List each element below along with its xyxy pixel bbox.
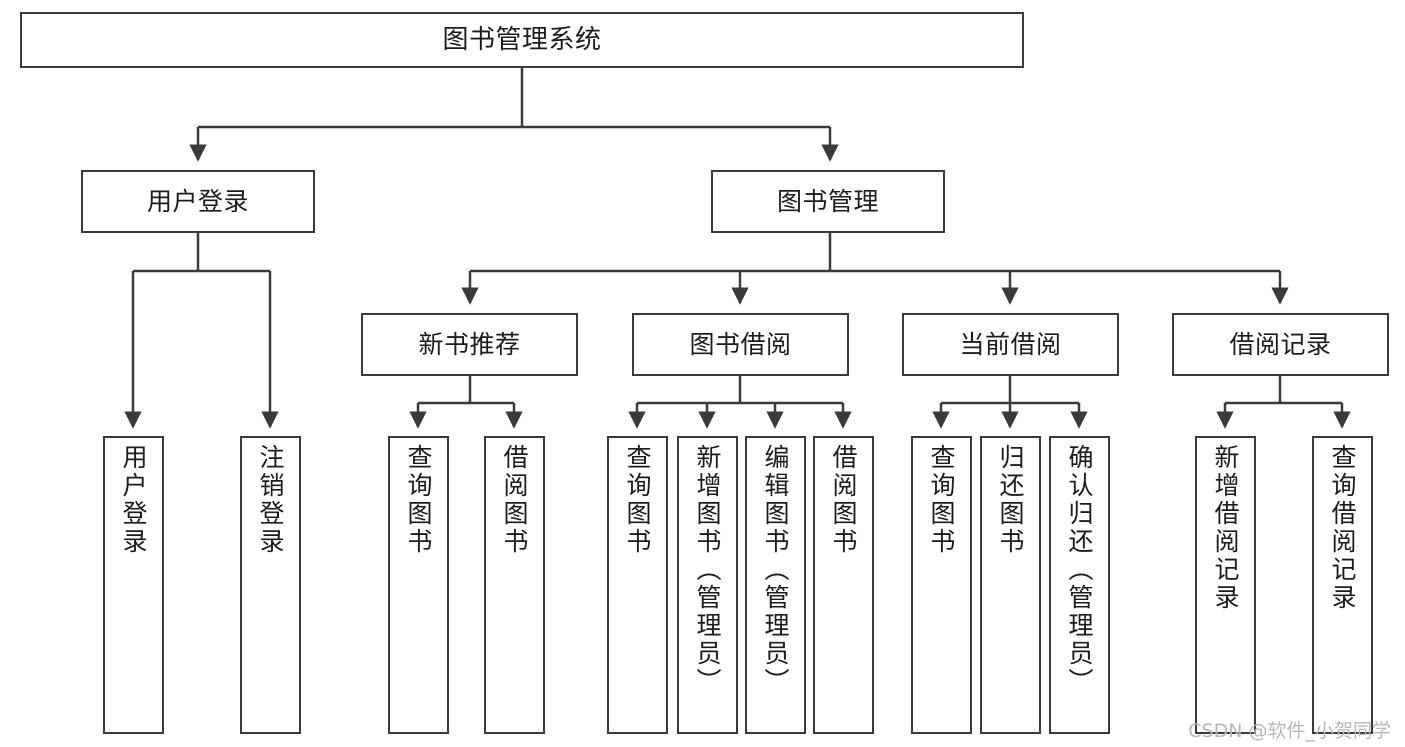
node-label: 借阅图书 — [500, 444, 529, 556]
node-leaf-confirm-return[interactable]: 确认归还（管理员） — [1049, 436, 1110, 734]
node-label: 新增图书（管理员） — [693, 444, 722, 696]
node-label: 图书管理系统 — [442, 24, 602, 55]
node-leaf-borrow-book-2[interactable]: 借阅图书 — [813, 436, 874, 734]
node-leaf-query-record[interactable]: 查询借阅记录 — [1312, 436, 1373, 734]
node-label: 确认归还（管理员） — [1065, 444, 1094, 696]
node-label: 图书管理 — [776, 186, 879, 216]
node-label: 借阅图书 — [829, 444, 858, 556]
node-leaf-query-book-2[interactable]: 查询图书 — [607, 436, 668, 734]
node-leaf-add-record[interactable]: 新增借阅记录 — [1195, 436, 1256, 734]
node-borrow-record[interactable]: 借阅记录 — [1172, 313, 1389, 376]
node-leaf-edit-book[interactable]: 编辑图书（管理员） — [745, 436, 806, 734]
node-new-book-recommend[interactable]: 新书推荐 — [361, 313, 578, 376]
node-book-manage[interactable]: 图书管理 — [711, 170, 945, 233]
node-label: 当前借阅 — [959, 329, 1062, 359]
node-label: 用户登录 — [146, 186, 249, 216]
node-label: 图书借阅 — [689, 329, 792, 359]
node-label: 查询图书 — [927, 444, 956, 556]
node-label: 归还图书 — [996, 444, 1025, 556]
node-label: 注销登录 — [256, 444, 285, 556]
node-label: 查询图书 — [623, 444, 652, 556]
node-leaf-user-login[interactable]: 用户登录 — [103, 436, 164, 734]
node-label: 查询图书 — [404, 444, 433, 556]
node-current-borrow[interactable]: 当前借阅 — [902, 313, 1119, 376]
node-leaf-return-book[interactable]: 归还图书 — [980, 436, 1041, 734]
csdn-watermark: CSDN @软件_小贺同学 — [1188, 720, 1391, 742]
node-label: 借阅记录 — [1229, 329, 1332, 359]
node-label: 新增借阅记录 — [1211, 444, 1240, 612]
node-label: 查询借阅记录 — [1328, 444, 1357, 612]
node-user-login[interactable]: 用户登录 — [81, 170, 315, 233]
node-leaf-add-book[interactable]: 新增图书（管理员） — [677, 436, 738, 734]
node-leaf-query-book-3[interactable]: 查询图书 — [911, 436, 972, 734]
node-book-borrow[interactable]: 图书借阅 — [632, 313, 849, 376]
node-leaf-query-book-1[interactable]: 查询图书 — [388, 436, 449, 734]
node-label: 用户登录 — [119, 444, 148, 556]
node-label: 编辑图书（管理员） — [761, 444, 790, 696]
node-leaf-logout-login[interactable]: 注销登录 — [240, 436, 301, 734]
node-label: 新书推荐 — [418, 329, 521, 359]
node-root-system[interactable]: 图书管理系统 — [20, 12, 1024, 68]
node-leaf-borrow-book-1[interactable]: 借阅图书 — [484, 436, 545, 734]
